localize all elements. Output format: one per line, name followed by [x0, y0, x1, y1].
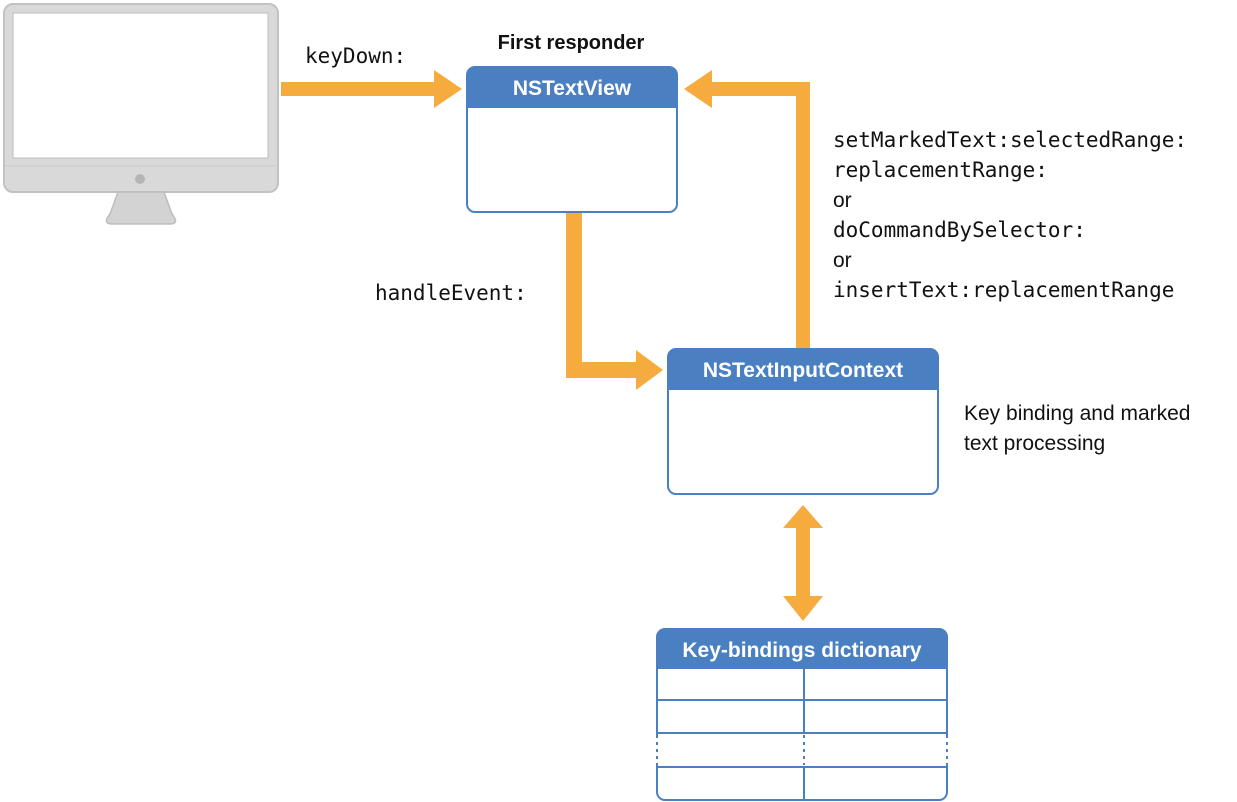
nstextview-title: NSTextView: [513, 77, 632, 100]
callback-line: insertText:replacementRange: [833, 278, 1174, 302]
bidirectional-arrowhead-up: [783, 505, 823, 528]
apple-logo-icon: [135, 174, 145, 184]
input-context-description-line2: text processing: [964, 432, 1105, 455]
nstextinputcontext-title: NSTextInputContext: [703, 359, 903, 382]
callback-line: setMarkedText:selectedRange:: [833, 128, 1187, 152]
handleevent-arrow: [566, 212, 636, 378]
first-responder-label: First responder: [498, 32, 645, 54]
nstextview-box: NSTextView: [466, 66, 678, 213]
keydown-message-label: keyDown:: [305, 44, 406, 68]
callback-line-or: or: [833, 249, 852, 272]
bidirectional-arrow-shaft: [796, 528, 810, 596]
key-bindings-table: [657, 669, 947, 800]
callback-line: replacementRange:: [833, 158, 1048, 182]
key-bindings-dictionary-title: Key-bindings dictionary: [682, 639, 922, 662]
monitor-stand: [105, 191, 177, 225]
input-context-description-line1: Key binding and marked: [964, 402, 1190, 425]
nstextinputcontext-box: NSTextInputContext: [667, 348, 939, 495]
handleevent-message-label: handleEvent:: [375, 281, 527, 305]
callback-arrow: [712, 82, 810, 348]
imac-monitor-icon: [3, 3, 279, 225]
callback-line-or: or: [833, 189, 852, 212]
bidirectional-arrowhead-down: [783, 596, 823, 621]
keydown-arrowhead: [434, 70, 462, 108]
callback-messages: setMarkedText:selectedRange: replacement…: [833, 128, 1187, 302]
key-bindings-dictionary-box: Key-bindings dictionary: [654, 628, 950, 801]
handleevent-arrowhead: [636, 350, 663, 390]
callback-line: doCommandBySelector:: [833, 218, 1086, 242]
callback-arrowhead: [684, 70, 712, 108]
arrows: [281, 70, 823, 621]
